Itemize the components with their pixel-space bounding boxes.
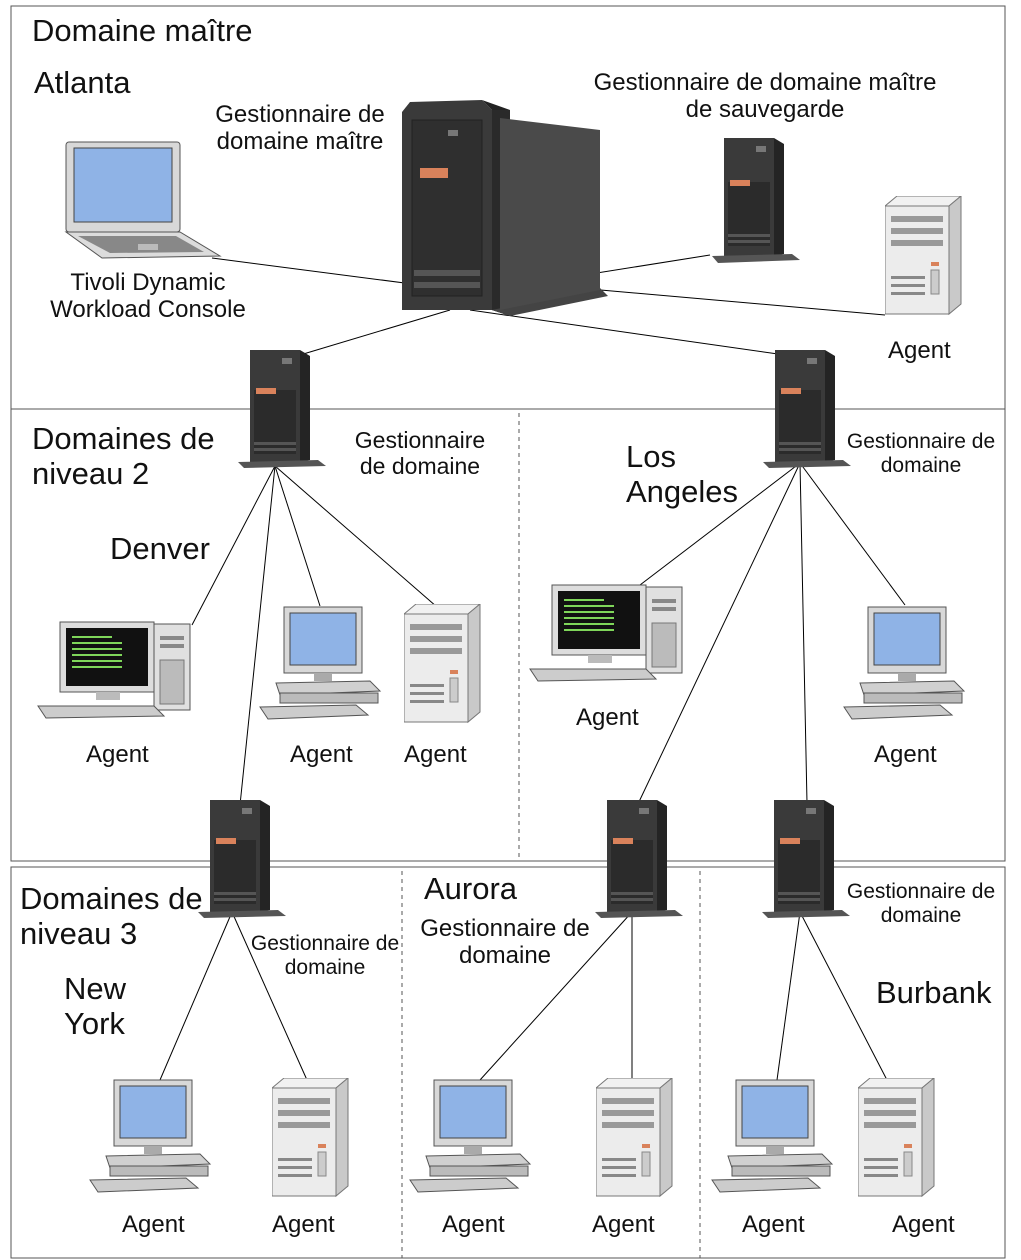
burbank-city-label: Burbank: [876, 975, 992, 1010]
newyork-server-icon: [272, 1078, 352, 1198]
master-agent-label: Agent: [888, 337, 951, 364]
level3-title: Domaines de niveau 3: [20, 881, 203, 951]
master-agent-server-icon: [885, 196, 965, 316]
newyork-desktop-icon: [88, 1078, 212, 1196]
link-la-agent2: [799, 462, 906, 606]
denver-desktop-icon: [258, 605, 382, 723]
la-agent-label-1: Agent: [576, 704, 639, 731]
burbank-desktop-icon: [710, 1078, 834, 1196]
console-label: Tivoli Dynamic Workload Console: [50, 269, 246, 323]
link-la-agent1: [639, 462, 801, 586]
master-manager-label: Gestionnaire de domaine maître: [215, 101, 385, 155]
link-master-denver: [299, 309, 451, 356]
denver-terminal-workstation-icon: [36, 620, 196, 720]
level3-domain-box: [10, 866, 1006, 1259]
denver-manager-tower-icon: [238, 350, 328, 470]
denver-server-icon: [404, 604, 484, 724]
burbank-server-icon: [858, 1078, 938, 1198]
denver-agent-label-2: Agent: [290, 741, 353, 768]
la-terminal-workstation-icon: [528, 583, 688, 683]
aurora-manager-label: Gestionnaire de domaine: [420, 915, 590, 969]
newyork-city-label: New York: [64, 971, 127, 1041]
link-ny-agent1: [159, 911, 233, 1081]
link-ny-agent2: [231, 911, 308, 1081]
level2-title: Domaines de niveau 2: [32, 421, 215, 491]
aurora-agent-label-1: Agent: [442, 1211, 505, 1238]
aurora-manager-tower-icon: [595, 800, 685, 920]
denver-manager-label: Gestionnaire de domaine: [354, 427, 486, 479]
link-master-la: [469, 309, 786, 356]
burbank-manager-label: Gestionnaire de domaine: [846, 880, 996, 927]
burbank-agent-label-1: Agent: [742, 1211, 805, 1238]
aurora-server-icon: [596, 1078, 676, 1198]
level2-domain-box: [10, 408, 1006, 862]
newyork-manager-label: Gestionnaire de domaine: [250, 932, 400, 979]
backup-manager-label: Gestionnaire de domaine maître de sauveg…: [593, 69, 937, 123]
aurora-desktop-icon: [408, 1078, 532, 1196]
link-burbank-agent1: [776, 911, 801, 1081]
newyork-agent-label-2: Agent: [272, 1211, 335, 1238]
backup-tower-icon: [712, 138, 802, 263]
newyork-agent-label-1: Agent: [122, 1211, 185, 1238]
la-manager-label: Gestionnaire de domaine: [846, 430, 996, 477]
aurora-city-label: Aurora: [424, 871, 518, 906]
laptop-icon: [62, 140, 222, 260]
link-aurora-agent1: [479, 911, 633, 1081]
link-la-burbank: [799, 462, 808, 804]
denver-agent-label-1: Agent: [86, 741, 149, 768]
link-la-aurora: [636, 462, 801, 807]
la-manager-tower-icon: [763, 350, 853, 470]
aurora-agent-label-2: Agent: [592, 1211, 655, 1238]
burbank-manager-tower-icon: [762, 800, 852, 920]
burbank-agent-label-2: Agent: [892, 1211, 955, 1238]
link-burbank-agent2: [799, 911, 888, 1081]
la-city-label: Los Angeles: [626, 439, 739, 509]
link-denver-agent2: [274, 465, 321, 607]
denver-agent-label-3: Agent: [404, 741, 467, 768]
denver-city-label: Denver: [110, 531, 210, 566]
link-denver-agent1: [191, 465, 276, 626]
la-agent-label-2: Agent: [874, 741, 937, 768]
la-desktop-icon: [842, 605, 966, 723]
link-denver-agent3: [274, 465, 438, 608]
link-denver-newyork: [239, 465, 276, 806]
newyork-manager-tower-icon: [198, 800, 288, 920]
atlanta-city-label: Atlanta: [34, 65, 131, 100]
master-domain-title: Domaine maître: [32, 13, 253, 48]
link-console-master: [211, 257, 421, 286]
master-mainframe-icon: [400, 100, 610, 318]
